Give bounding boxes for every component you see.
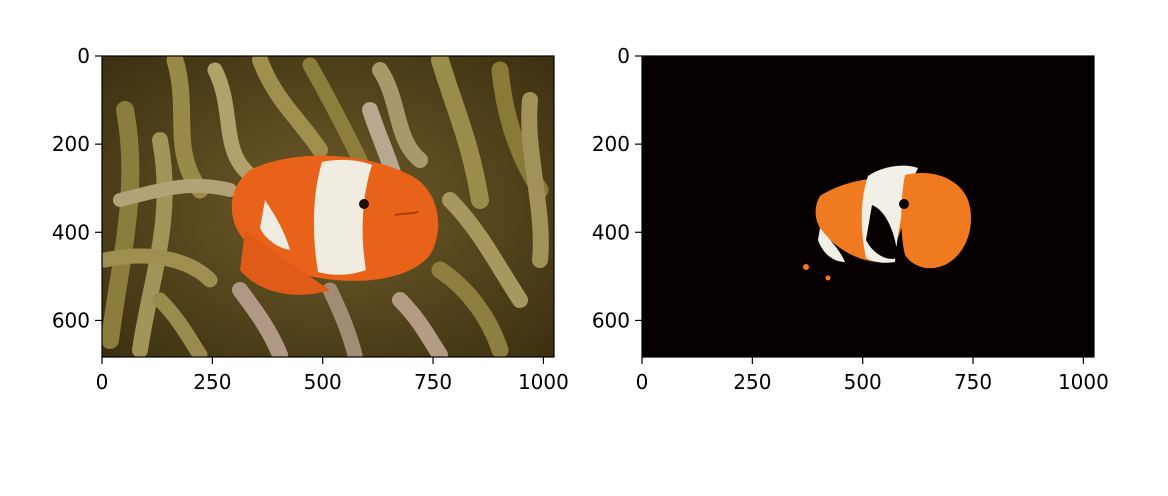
right-ytick-label: 600: [592, 308, 630, 332]
left-ytick-label: 200: [52, 132, 90, 156]
left-xtick-label: 250: [193, 370, 231, 394]
right-ytick-label: 200: [592, 132, 630, 156]
right-image-panel: 0 250 500 750 1000 0 200 400 600: [592, 44, 1109, 394]
segmented-image: [642, 56, 1094, 357]
left-xtick-label: 750: [414, 370, 452, 394]
left-ytick-label: 600: [52, 308, 90, 332]
left-ytick-label: 400: [52, 220, 90, 244]
right-axis-ticks: 0 250 500 750 1000 0 200 400 600: [592, 44, 1109, 394]
left-xtick-label: 500: [304, 370, 342, 394]
right-ytick-label: 400: [592, 220, 630, 244]
clownfish: [231, 155, 439, 295]
left-xtick-label: 1000: [518, 370, 569, 394]
left-axes-frame: [101, 55, 555, 358]
right-xtick-label: 750: [954, 370, 992, 394]
right-xtick-label: 500: [844, 370, 882, 394]
left-image-panel: 0 250 500 750 1000 0 200 400 600: [52, 44, 569, 394]
right-xtick-label: 1000: [1058, 370, 1109, 394]
left-axis-ticks: 0 250 500 750 1000 0 200 400 600: [52, 44, 569, 394]
right-xtick-label: 250: [733, 370, 771, 394]
right-axes-frame: [641, 55, 1095, 358]
clownfish-photo: [102, 56, 554, 357]
left-xtick-label: 0: [96, 370, 109, 394]
right-ytick-label: 0: [617, 44, 630, 68]
right-xtick-label: 0: [636, 370, 649, 394]
left-ytick-label: 0: [77, 44, 90, 68]
segmented-clownfish: [803, 165, 971, 281]
